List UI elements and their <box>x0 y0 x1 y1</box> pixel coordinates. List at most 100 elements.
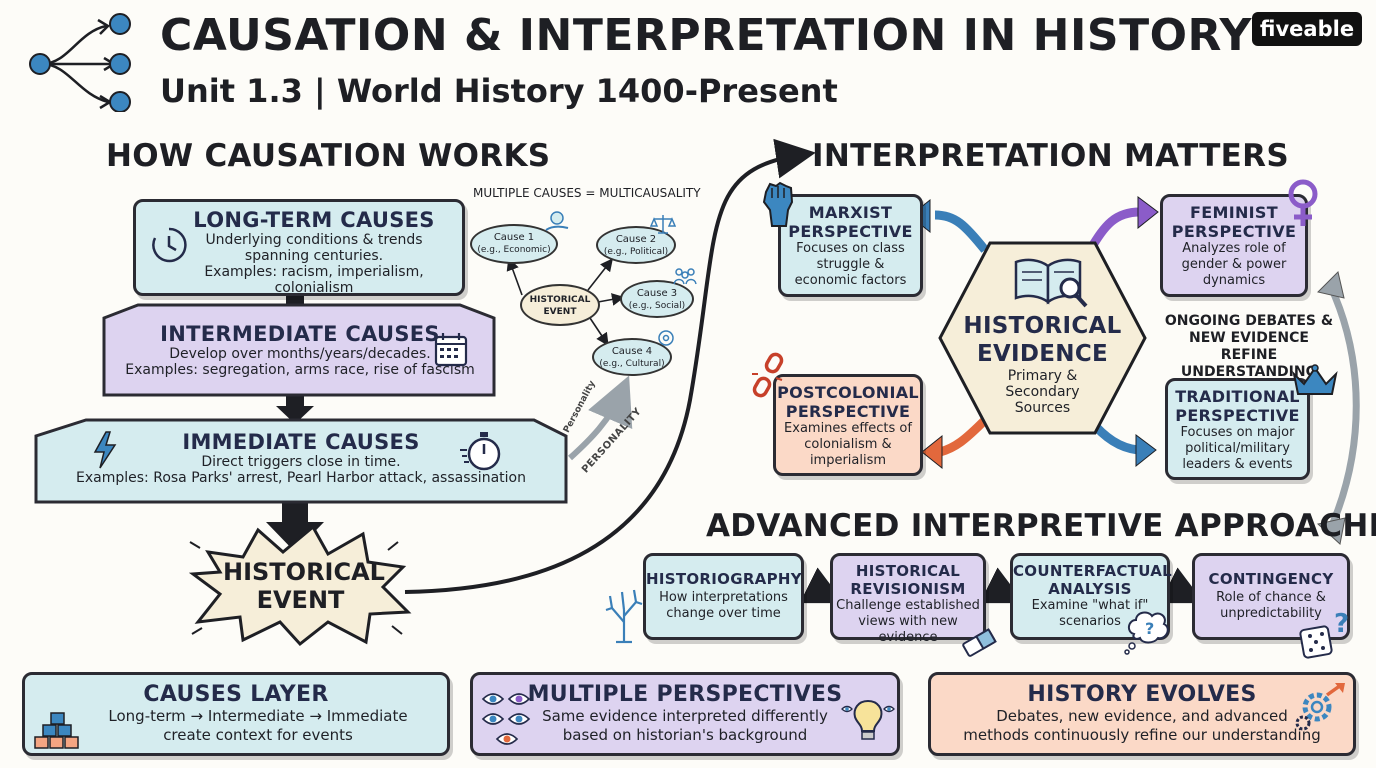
marxist-perspective-box: MARXIST PERSPECTIVE Focuses on class str… <box>778 194 923 297</box>
tree-icon <box>605 589 643 644</box>
event-starburst <box>188 524 412 647</box>
mc-cause-2-sub: (e.g., Political) <box>603 247 669 257</box>
counterfactual-line1: Examine "what if" <box>1031 598 1149 613</box>
personality-arrow <box>567 375 633 461</box>
mc-cause-3: Cause 3 (e.g., Social) <box>620 280 694 318</box>
eyes-icon <box>481 693 531 745</box>
intermediate-title: INTERMEDIATE CAUSES <box>160 322 440 346</box>
feminist-title1: FEMINIST <box>1190 203 1278 222</box>
history-evolves-summary: HISTORY EVOLVES Debates, new evidence, a… <box>928 672 1356 756</box>
calendar-icon <box>434 333 468 367</box>
feminist-line1: Analyzes role of <box>1182 241 1286 256</box>
page-title: CAUSATION & INTERPRETATION IN HISTORY <box>160 10 1252 61</box>
marxist-title1: MARXIST <box>808 203 893 222</box>
multiple-perspectives-summary: MULTIPLE PERSPECTIVES Same evidence inte… <box>470 672 900 756</box>
debates-line3: UNDERSTANDING <box>1180 364 1318 380</box>
historiography-box: HISTORIOGRAPHY How interpretations chang… <box>643 553 804 640</box>
clock-icon <box>152 227 187 263</box>
revisionism-box: HISTORICAL REVISIONISM Challenge establi… <box>830 553 986 645</box>
marxist-title2: PERSPECTIVE <box>788 222 913 241</box>
debate-double-arrow <box>1326 283 1360 532</box>
historiography-line2: change over time <box>666 606 781 621</box>
eraser-icon <box>962 628 997 657</box>
female-symbol-icon <box>1288 179 1318 226</box>
revisionism-title1: HISTORICAL <box>855 562 961 580</box>
postcolonial-title1: POSTCOLONIAL <box>777 383 919 402</box>
svg-text:?: ? <box>1145 619 1154 638</box>
fist-icon <box>762 181 794 227</box>
feminist-title2: PERSPECTIVE <box>1171 222 1297 241</box>
people-icon <box>673 268 697 285</box>
broken-chain-icon <box>752 352 784 398</box>
intermediate-trapezoid <box>102 303 496 397</box>
intermediate-line2: Examples: segregation, arms race, rise o… <box>125 362 475 378</box>
traditional-line1: Focuses on major <box>1180 425 1295 440</box>
mc-center-line2: EVENT <box>543 307 577 317</box>
crown-icon <box>1292 364 1338 395</box>
postcolonial-line2: colonialism & <box>804 437 892 452</box>
long-term-line1: Underlying conditions & trends <box>205 232 423 248</box>
evidence-title1: HISTORICAL <box>963 313 1122 339</box>
revisionism-title2: REVISIONISM <box>850 580 966 598</box>
postcolonial-line3: imperialism <box>809 453 887 468</box>
svg-text:?: ? <box>1334 609 1349 639</box>
intermediate-causes-box: INTERMEDIATE CAUSES Develop over months/… <box>104 322 496 378</box>
traditional-title1: TRADITIONAL <box>1175 387 1300 406</box>
debates-line1: ONGOING DEBATES & <box>1164 313 1334 329</box>
gears-icon <box>1295 683 1345 731</box>
interpretation-heading: INTERPRETATION MATTERS <box>812 138 1289 174</box>
intermediate-line1: Develop over months/years/decades. <box>169 346 431 362</box>
evidence-title2: EVIDENCE <box>976 341 1109 367</box>
evolves-line1: Debates, new evidence, and advanced <box>996 707 1288 725</box>
marxist-line1: Focuses on class <box>796 241 905 256</box>
event-line2: EVENT <box>256 586 345 614</box>
event-line1: HISTORICAL <box>223 558 385 586</box>
evidence-line1: Primary & <box>1007 368 1078 384</box>
revisionism-line2: views with new evidence <box>858 614 958 645</box>
blocks-icon <box>34 712 79 749</box>
stopwatch-icon <box>460 432 501 471</box>
mc-cause-4-sub: (e.g., Cultural) <box>599 359 665 369</box>
mc-cause-1-name: Cause 1 <box>493 232 535 243</box>
traditional-line2: political/military <box>1185 441 1290 456</box>
historiography-title: HISTORIOGRAPHY <box>646 570 802 588</box>
counterfactual-line2: scenarios <box>1059 614 1121 629</box>
marxist-line3: economic factors <box>794 273 907 288</box>
mc-cause-3-sub: (e.g., Social) <box>628 301 686 311</box>
feminist-perspective-box: FEMINIST PERSPECTIVE Analyzes role of ge… <box>1160 194 1308 297</box>
network-icon <box>29 13 131 112</box>
brand-logo[interactable]: fiveable <box>1252 12 1362 46</box>
immediate-causes-box: IMMEDIATE CAUSES Direct triggers close i… <box>56 430 546 486</box>
mc-center-line1: HISTORICAL <box>529 295 591 305</box>
evidence-line3: Sources <box>1014 400 1071 416</box>
mc-cause-3-name: Cause 3 <box>636 288 678 299</box>
causes-layer-line1: Long-term → Intermediate → Immediate <box>108 707 408 725</box>
down-arrow-2 <box>276 394 314 424</box>
postcolonial-title2: PERSPECTIVE <box>785 402 911 421</box>
blue-arrow-top-left <box>934 210 989 253</box>
postcolonial-perspective-box: POSTCOLONIAL PERSPECTIVE Examines effect… <box>773 374 923 476</box>
orange-arrow-bottom-left <box>938 416 989 457</box>
historical-evidence-label: HISTORICAL EVIDENCE Primary & Secondary … <box>955 312 1130 416</box>
counterfactual-title1: COUNTERFACTUAL <box>1013 562 1172 580</box>
page-subtitle: Unit 1.3 | World History 1400-Present <box>160 72 838 110</box>
lightbulb-icon <box>841 699 895 740</box>
long-term-line2: spanning centuries. <box>244 248 384 264</box>
contingency-title: CONTINGENCY <box>1208 570 1334 588</box>
marxist-line2: struggle & <box>816 257 885 272</box>
dice-icon: ? <box>1299 609 1349 659</box>
contingency-line2: unpredictability <box>1220 606 1322 621</box>
mc-cause-4-name: Cause 4 <box>611 346 653 357</box>
long-term-title: LONG-TERM CAUSES <box>193 208 435 232</box>
evidence-line2: Secondary <box>1005 384 1080 400</box>
revisionism-line1: Challenge established <box>836 598 980 613</box>
long-term-causes-box: LONG-TERM CAUSES Underlying conditions &… <box>133 199 465 296</box>
immediate-title: IMMEDIATE CAUSES <box>182 430 420 454</box>
feminist-line3: dynamics <box>1202 273 1266 288</box>
traditional-line3: leaders & events <box>1182 457 1293 472</box>
ongoing-debates-note: ONGOING DEBATES & NEW EVIDENCE REFINE UN… <box>1160 313 1338 381</box>
mc-cause-4: Cause 4 (e.g., Cultural) <box>592 338 672 376</box>
thought-bubble-icon: ? <box>1124 611 1169 655</box>
multicausality-label: MULTIPLE CAUSES = MULTICAUSALITY <box>473 186 701 200</box>
mc-cause-1-sub: (e.g., Economic) <box>477 245 551 255</box>
